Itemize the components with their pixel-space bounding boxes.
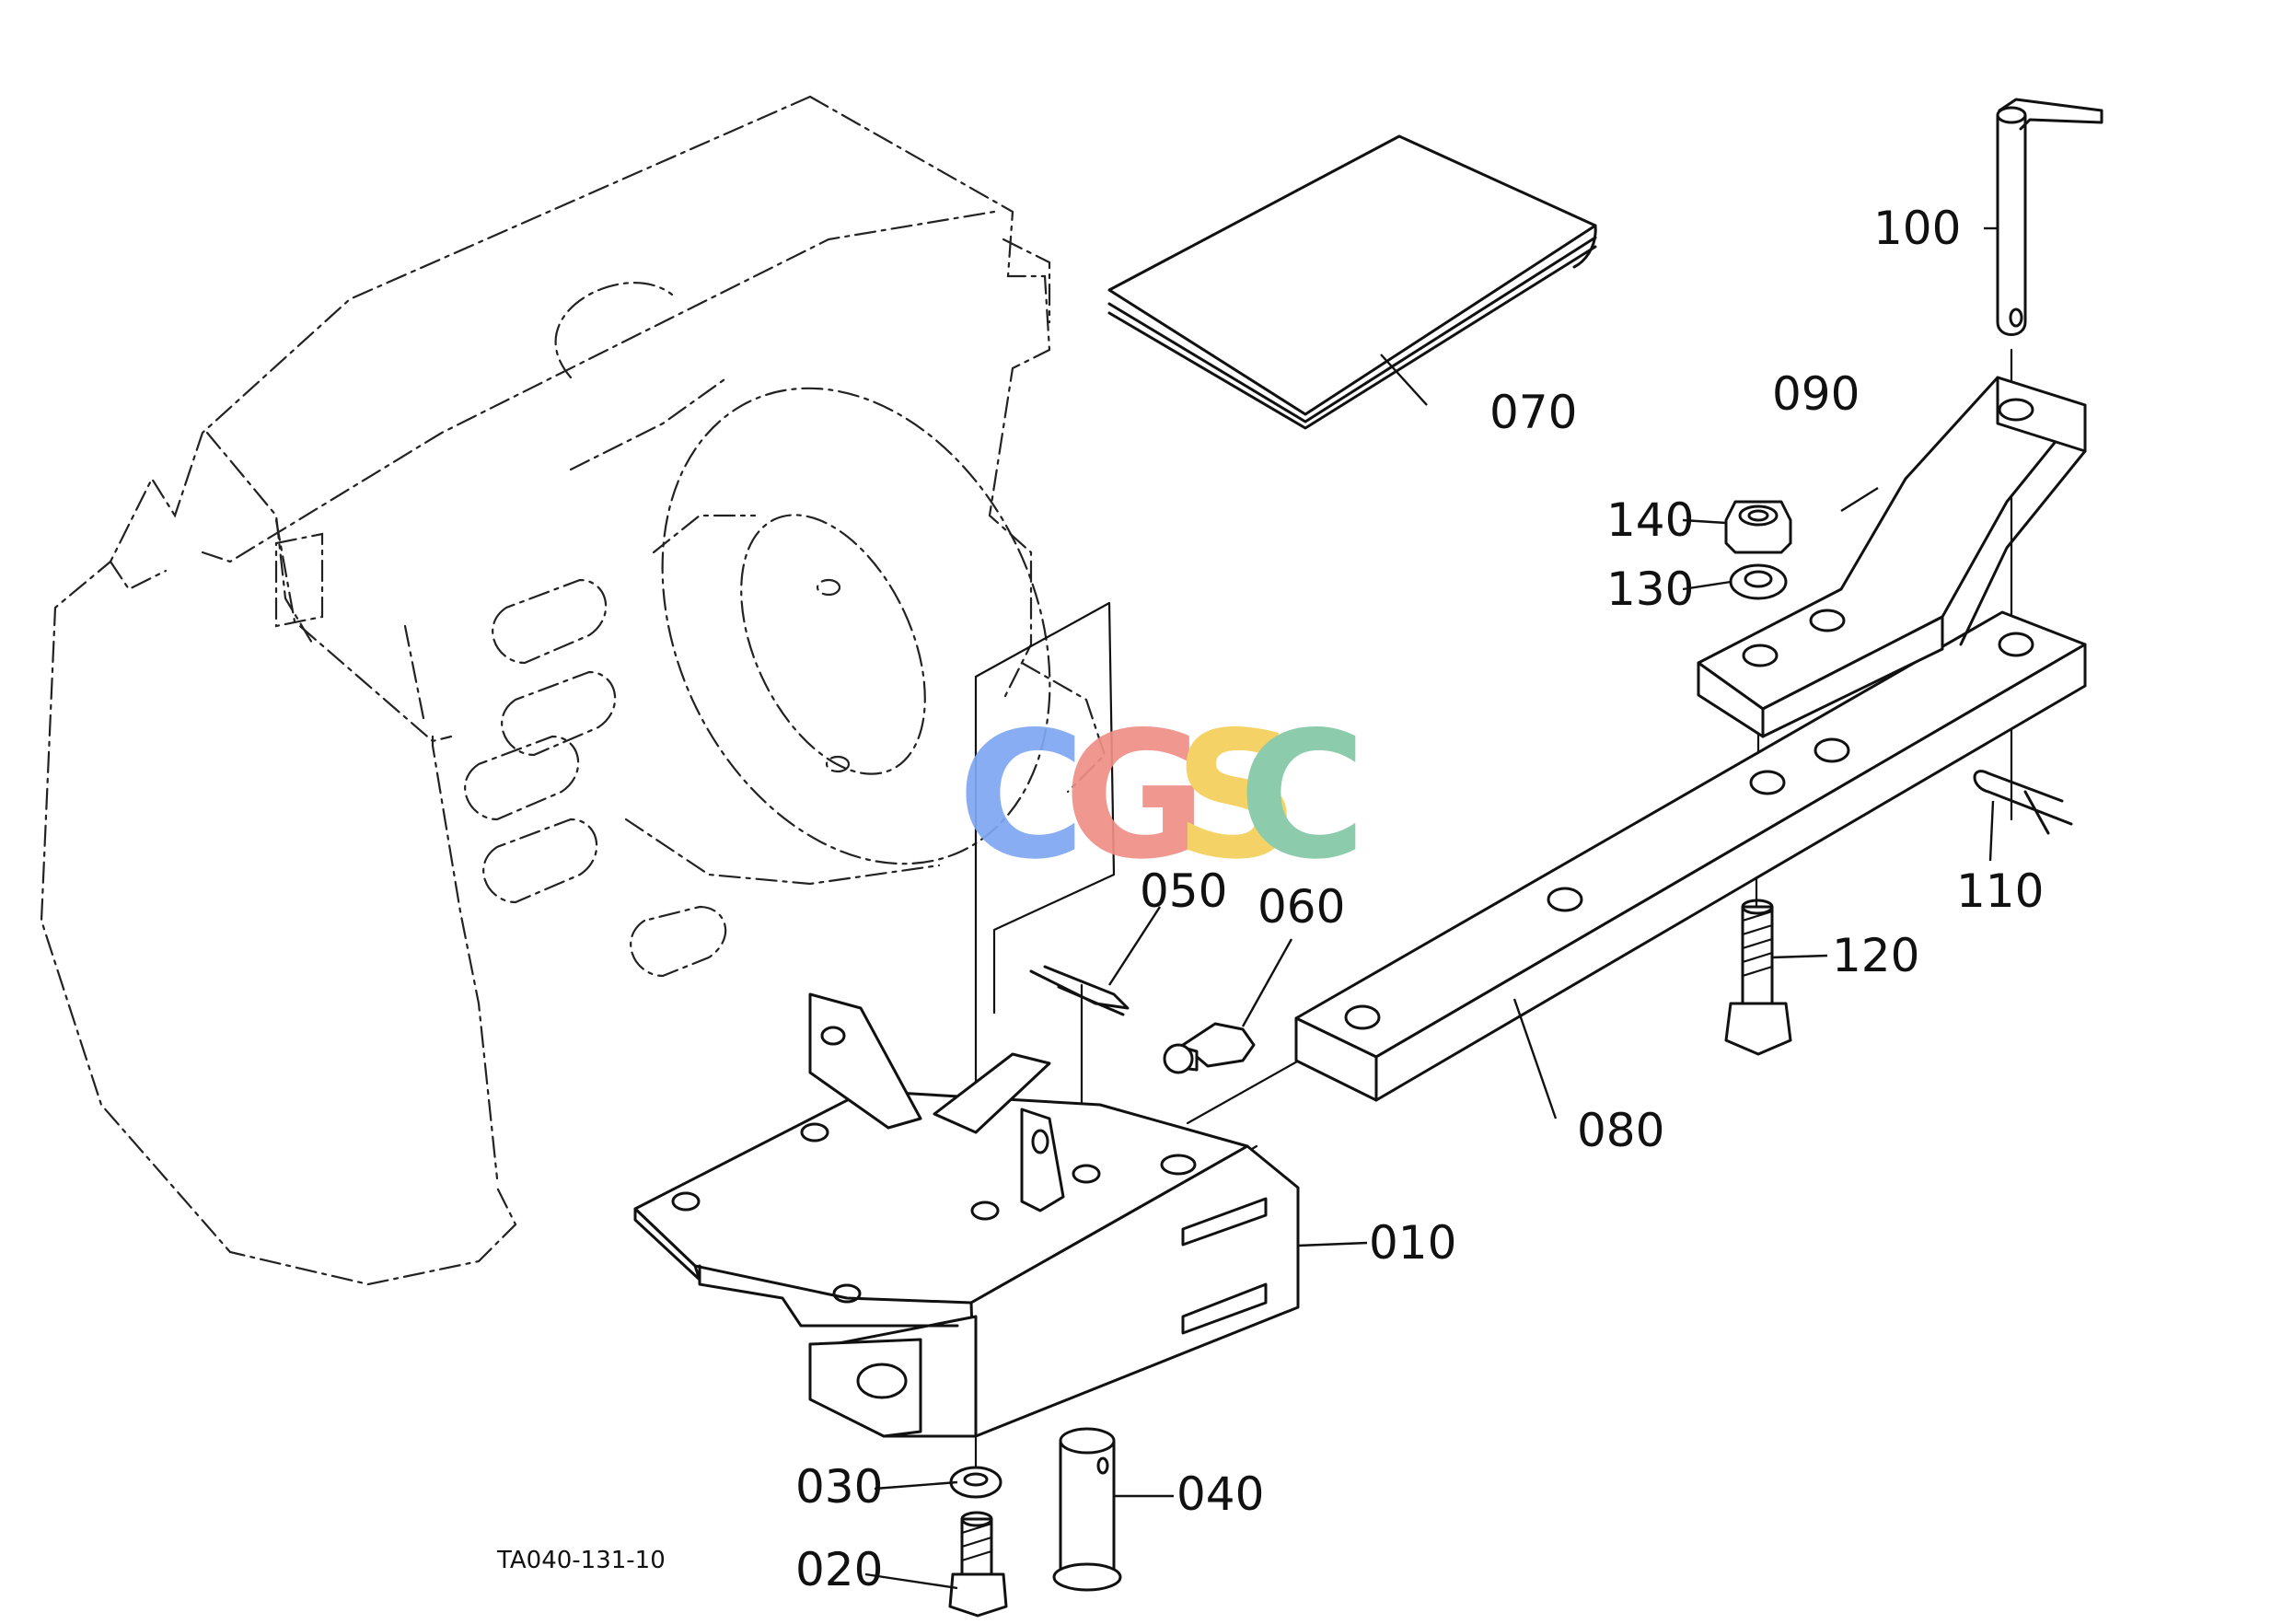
callout-070: 070 xyxy=(1489,386,1577,439)
pin-part-040 xyxy=(1052,1427,1122,1592)
washer-part-130 xyxy=(1729,563,1788,600)
hitch-bracket-part-010 xyxy=(633,992,1300,1438)
washer-part-030 xyxy=(949,1466,1002,1499)
callout-100: 100 xyxy=(1873,202,1961,255)
figure-reference-code: TA040-131-10 xyxy=(496,1547,666,1574)
bolt-part-020 xyxy=(948,1511,1008,1618)
callout-050: 050 xyxy=(1140,864,1227,918)
watermark-letter-c2: C xyxy=(1238,694,1366,898)
pin-part-100 xyxy=(1996,98,2103,336)
callout-140: 140 xyxy=(1606,493,1694,547)
watermark-letter-g: G xyxy=(1063,694,1207,898)
callout-130: 130 xyxy=(1606,563,1694,616)
grease-nipple-part-060 xyxy=(1163,1022,1256,1074)
callout-060: 060 xyxy=(1257,880,1345,934)
callout-080: 080 xyxy=(1577,1104,1664,1157)
watermark-letter-s: S xyxy=(1174,694,1300,898)
nut-part-140 xyxy=(1724,500,1792,554)
drawbar-part-080 xyxy=(1294,610,2087,1102)
manual-book-part-070 xyxy=(1107,134,1597,430)
lynch-pin-part-110 xyxy=(1973,770,2073,835)
callout-110: 110 xyxy=(1956,864,2044,918)
watermark-letter-c1: C xyxy=(957,694,1085,898)
offset-bar-part-090 xyxy=(1697,376,2087,738)
callout-020: 020 xyxy=(795,1543,883,1596)
part-callouts: 010 020 030 040 050 060 070 080 090 100 … xyxy=(795,202,2044,1596)
engine-outline xyxy=(40,95,1107,1286)
watermark-logo: C G S C xyxy=(957,694,1366,898)
callout-090: 090 xyxy=(1772,367,1860,421)
clip-part-050 xyxy=(1029,965,1130,1016)
callout-010: 010 xyxy=(1369,1216,1456,1270)
callout-040: 040 xyxy=(1176,1467,1264,1521)
callout-030: 030 xyxy=(795,1460,883,1514)
leader-lines xyxy=(864,226,1998,1590)
bolt-part-120 xyxy=(1724,899,1792,1056)
callout-120: 120 xyxy=(1832,929,1919,982)
